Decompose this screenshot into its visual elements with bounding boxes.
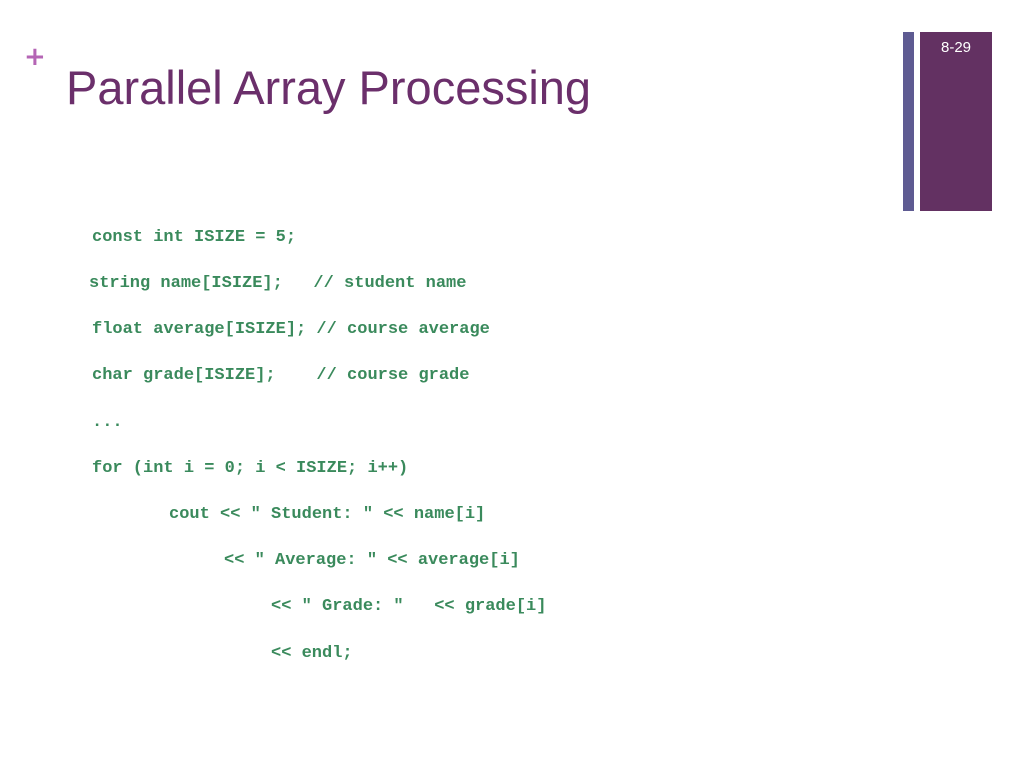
plus-icon: + [24, 42, 46, 72]
code-line-average-array: float average[ISIZE]; // course average [92, 320, 490, 339]
accent-bar-thin [903, 32, 914, 211]
code-line-ellipsis: ... [92, 413, 123, 432]
code-line-name-array: string name[ISIZE]; // student name [89, 274, 467, 293]
code-line-const: const int ISIZE = 5; [92, 228, 297, 247]
code-line-grade-array: char grade[ISIZE]; // course grade [92, 366, 470, 385]
accent-bar-wide [920, 32, 992, 211]
code-line-cout-student: cout << " Student: " << name[i] [169, 505, 486, 524]
slide-number: 8-29 [940, 39, 972, 56]
slide-title: Parallel Array Processing [66, 61, 592, 114]
code-line-cout-average: << " Average: " << average[i] [224, 551, 520, 570]
code-line-cout-grade: << " Grade: " << grade[i] [271, 597, 547, 616]
code-line-for-loop: for (int i = 0; i < ISIZE; i++) [92, 459, 409, 478]
code-line-endl: << endl; [271, 644, 353, 663]
